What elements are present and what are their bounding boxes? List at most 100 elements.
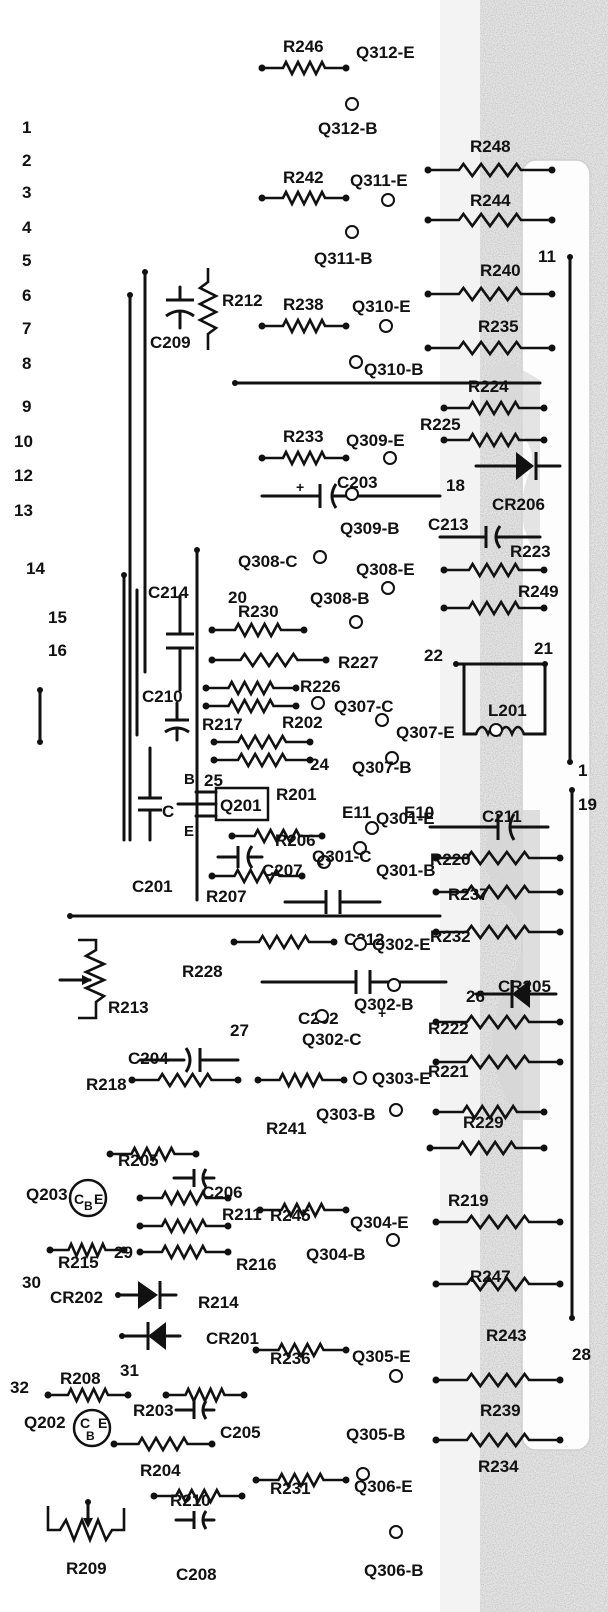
solder-joint xyxy=(258,64,266,72)
resistor-symbol xyxy=(260,1201,346,1219)
resistor-label: R233 xyxy=(283,427,324,446)
pad-label: Q312-E xyxy=(356,43,415,62)
solder-pad xyxy=(375,713,389,727)
pad-label: Q310-E xyxy=(352,297,411,316)
pad-label: Q303-E xyxy=(372,1069,431,1088)
pad-label: Q308-C xyxy=(238,552,298,571)
pad-label: Q304-B xyxy=(306,1245,366,1264)
resistor-label: R217 xyxy=(202,715,243,734)
row-number: 4 xyxy=(22,218,32,237)
resistor-symbol xyxy=(258,1071,344,1089)
resistor-label: R223 xyxy=(510,542,551,561)
resistor-symbol xyxy=(436,1053,560,1071)
solder-pad xyxy=(315,1009,329,1023)
solder-joint xyxy=(252,1476,260,1484)
resistor-label: R221 xyxy=(428,1062,469,1081)
resistor-symbol xyxy=(214,751,310,769)
resistor-label: R237 xyxy=(448,885,489,904)
solder-joint xyxy=(202,702,210,710)
pad-label: Q306-B xyxy=(364,1561,424,1580)
capacitor-label: C205 xyxy=(220,1423,261,1442)
solder-pad xyxy=(387,978,401,992)
terminal-label: 31 xyxy=(120,1361,139,1380)
pad-label: Q301-B xyxy=(376,861,436,880)
solder-pad xyxy=(313,550,327,564)
pad-label: Q309-E xyxy=(346,431,405,450)
solder-joint xyxy=(432,1376,440,1384)
resistor-symbol xyxy=(212,621,304,639)
resistor-symbol xyxy=(444,431,544,449)
terminal-label: E10 xyxy=(404,803,434,822)
resistor-label: R206 xyxy=(275,831,316,850)
resistor-label: R212 xyxy=(222,291,263,310)
diode-label: CR205 xyxy=(498,977,551,996)
solder-joint xyxy=(556,854,564,862)
solder-joint xyxy=(234,1076,242,1084)
resistor-label: R230 xyxy=(238,602,279,621)
resistor-symbol xyxy=(444,399,544,417)
pad-label: Q308-E xyxy=(356,560,415,579)
terminal-label: 1 xyxy=(578,761,587,780)
resistor-label: R211 xyxy=(222,1205,262,1224)
row-number: 10 xyxy=(14,432,33,451)
row-number: 3 xyxy=(22,183,31,202)
solder-joint xyxy=(342,1346,350,1354)
solder-joint xyxy=(340,1076,348,1084)
row-number: 15 xyxy=(48,608,67,627)
resistor-label: R214 xyxy=(198,1293,239,1312)
solder-joint xyxy=(210,756,218,764)
row-number: 16 xyxy=(48,641,67,660)
solder-joint xyxy=(432,1018,440,1026)
solder-joint xyxy=(342,454,350,462)
solder-joint xyxy=(240,1391,248,1399)
solder-joint xyxy=(540,604,548,612)
resistor-label: R247 xyxy=(470,1267,511,1286)
row-number: 8 xyxy=(22,354,31,373)
transistor-pin: B xyxy=(86,1429,95,1443)
transistor-label: Q202 xyxy=(24,1413,66,1432)
solder-joint xyxy=(230,938,238,946)
solder-joint xyxy=(292,702,300,710)
solder-pad xyxy=(365,821,379,835)
solder-joint xyxy=(238,1492,246,1500)
capacitor-label: C xyxy=(162,802,174,821)
resistor-symbol xyxy=(206,679,296,697)
resistor-symbol xyxy=(154,1487,242,1505)
solder-pad xyxy=(385,751,399,765)
solder-joint xyxy=(258,454,266,462)
terminal-label: 11 xyxy=(538,247,556,266)
resistor-label: R248 xyxy=(470,137,511,156)
solder-joint xyxy=(330,938,338,946)
resistor-symbol xyxy=(140,1217,228,1235)
capacitor-labels: C209 C203 C213 C214 C210 C201 C207 C212 … xyxy=(128,333,522,1584)
transistor-pin: C xyxy=(80,1415,90,1431)
resistor-label: R229 xyxy=(463,1113,504,1132)
solder-joint xyxy=(424,290,432,298)
solder-joint xyxy=(136,1248,144,1256)
solder-pad xyxy=(353,841,367,855)
solder-joint xyxy=(540,404,548,412)
resistor-symbol xyxy=(110,1145,196,1163)
solder-joint xyxy=(440,436,448,444)
solder-joint xyxy=(224,1222,232,1230)
resistor-symbol xyxy=(256,1471,346,1489)
solder-joint xyxy=(224,1248,232,1256)
resistor-label: R209 xyxy=(66,1559,107,1578)
solder-joint xyxy=(120,1246,128,1254)
solder-joint xyxy=(208,656,216,664)
solder-joint xyxy=(440,404,448,412)
pad-label: Q301-C xyxy=(312,847,372,866)
pad-label: Q301-E xyxy=(376,809,435,828)
resistor-symbol xyxy=(114,1435,212,1453)
resistor-label: R234 xyxy=(478,1457,519,1476)
resistor-label: R215 xyxy=(58,1253,99,1272)
capacitor-label: C204 xyxy=(128,1049,169,1068)
resistor-label: R222 xyxy=(428,1019,469,1038)
pad-layer xyxy=(311,97,503,1539)
terminal-label: 24 xyxy=(310,755,329,774)
solder-joint xyxy=(128,1076,136,1084)
resistor-label: R238 xyxy=(283,295,324,314)
pad-labels: Q312-E Q312-B Q311-E Q311-B Q310-E Q310-… xyxy=(238,43,455,1580)
resistor-label: R227 xyxy=(338,653,379,672)
solder-joint xyxy=(210,738,218,746)
